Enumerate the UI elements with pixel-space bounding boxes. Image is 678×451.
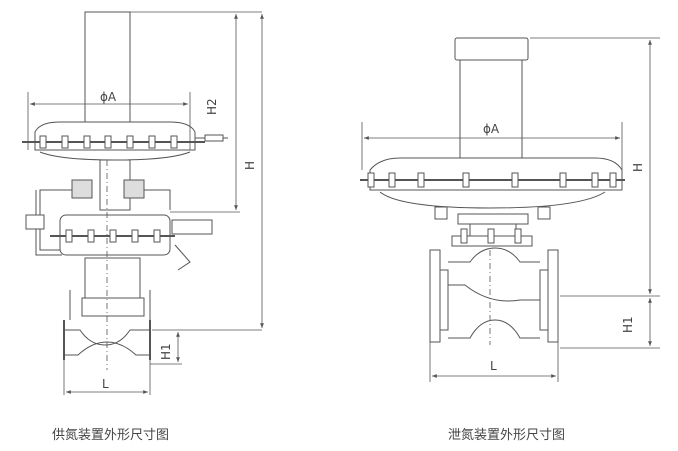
supply-dimensions [27,11,264,395]
left-dim-h2: H2 [205,98,219,115]
right-dim-diameter: ϕA [483,122,500,136]
left-dim-diameter: ϕA [100,90,117,104]
housing-bolts [367,172,617,188]
release-device-drawing [360,37,625,345]
right-dim-h: H [631,163,645,172]
supply-device-caption: 供氮装置外形尺寸图 [52,428,170,443]
left-dim-l: L [102,377,109,391]
left-flange [429,249,441,343]
left-dim-h1: H1 [159,343,173,360]
release-device-caption: 泄氮装置外形尺寸图 [448,428,566,443]
right-dim-h1: H1 [621,316,635,333]
supply-device-drawing [22,11,228,370]
actuator-cylinder [84,11,131,123]
right-flange [547,249,559,343]
actuator-cylinder [459,59,523,161]
diaphragm-housing [369,157,623,191]
left-dim-h: H [243,161,257,170]
right-dim-l: L [490,359,497,373]
actuator-cap [454,37,529,61]
gauge [25,214,45,230]
release-dimensions [361,37,660,382]
housing-bolts [39,135,178,149]
